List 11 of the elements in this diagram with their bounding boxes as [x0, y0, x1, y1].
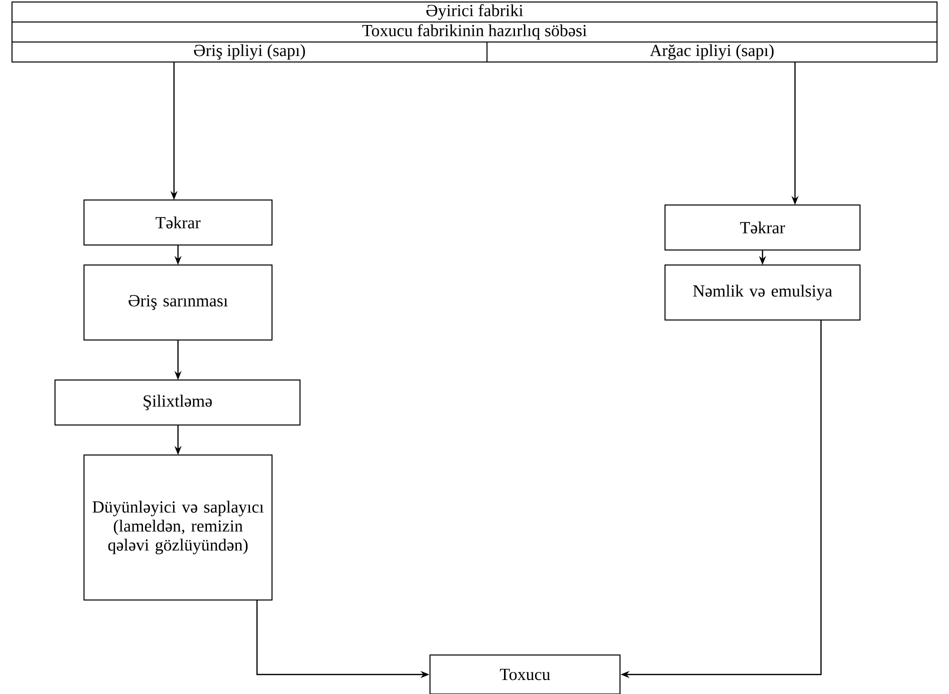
process-box: Toxucu: [430, 654, 620, 694]
process-box: Təkrar: [84, 200, 272, 246]
table-row: Toxucu fabrikinin hazırlıq söbəsi: [12, 22, 938, 42]
process-box: Şilixtləmə: [54, 380, 300, 426]
table-cell: Arğac ipliyi (sapı): [486, 42, 938, 62]
process-box: Nəmlik və emulsiya: [664, 264, 860, 320]
process-box: Düyünləyici və saplayıcı (lameldən, remizin qələvi gözlüyündən): [84, 454, 272, 600]
process-box: Əriş sarınması: [84, 264, 272, 340]
table-row: Əyirici fabriki: [12, 2, 938, 22]
table-cell: Əriş ipliyi (sapı): [12, 42, 488, 62]
process-box: Təkrar: [664, 204, 860, 250]
